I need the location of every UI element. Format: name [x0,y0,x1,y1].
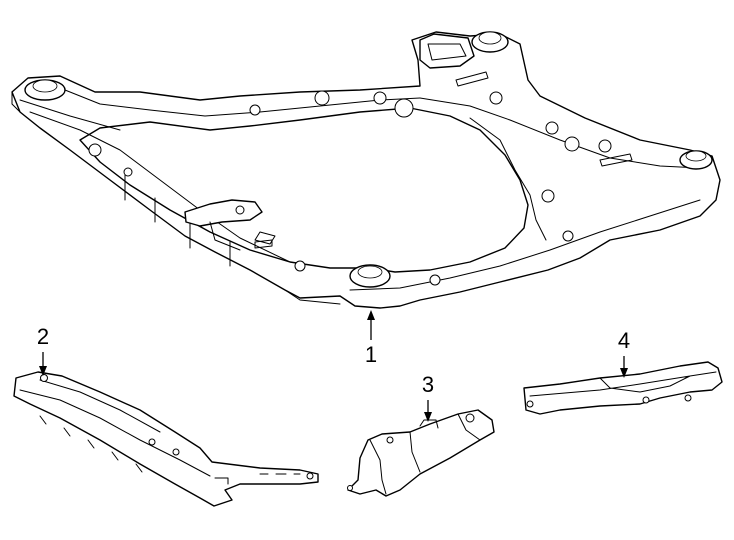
bracket-hole [235,205,245,215]
crossmember-slots [254,71,633,249]
rear-rail-ridge [419,97,701,241]
under-cover-hole [40,374,48,382]
bushing-rear-top [471,31,509,53]
bracket-outline [347,409,495,497]
callout-1: 1 [365,310,377,367]
rear-brace-part [523,361,723,415]
crossmember-inner-opening [79,107,529,273]
callout-label-3: 3 [422,372,434,397]
front-rail-ridge [19,99,291,263]
under-cover-part [13,371,319,507]
under-cover-tabs [39,415,143,473]
rear-brace-outline [523,361,723,415]
front-bottom-edge [11,91,341,305]
bushing-front-center [349,264,391,288]
under-cover-slots [214,473,301,485]
callout-label-4: 4 [618,328,630,353]
side-panel-ribs [124,174,231,267]
callout-2: 2 [37,324,49,376]
arrow-icon [367,310,375,320]
bracket-flange [369,413,481,495]
rear-brace-ridge [529,371,717,397]
under-cover-rib [19,379,211,477]
arrow-icon [39,366,47,376]
bracket-arm [209,221,276,251]
arrow-icon [620,368,628,378]
bushing-front-left [24,79,66,101]
callout-label-1: 1 [365,342,377,367]
callout-4: 4 [618,328,630,378]
bracket-hole [465,413,475,423]
lower-rail-ridge [349,199,701,291]
left-rail-ridge [59,87,421,117]
rear-brace-hole [526,400,534,408]
crossmember-bolt-holes [88,90,612,286]
under-cover-outline [13,371,319,507]
callout-3: 3 [422,372,434,422]
crossmember-part [11,31,721,309]
callout-label-2: 2 [37,324,49,349]
rear-tower-window [427,43,467,61]
arrow-icon [424,412,432,422]
bushing-rear-right [679,150,713,170]
bracket-part [347,409,495,497]
bracket-post [419,419,439,429]
